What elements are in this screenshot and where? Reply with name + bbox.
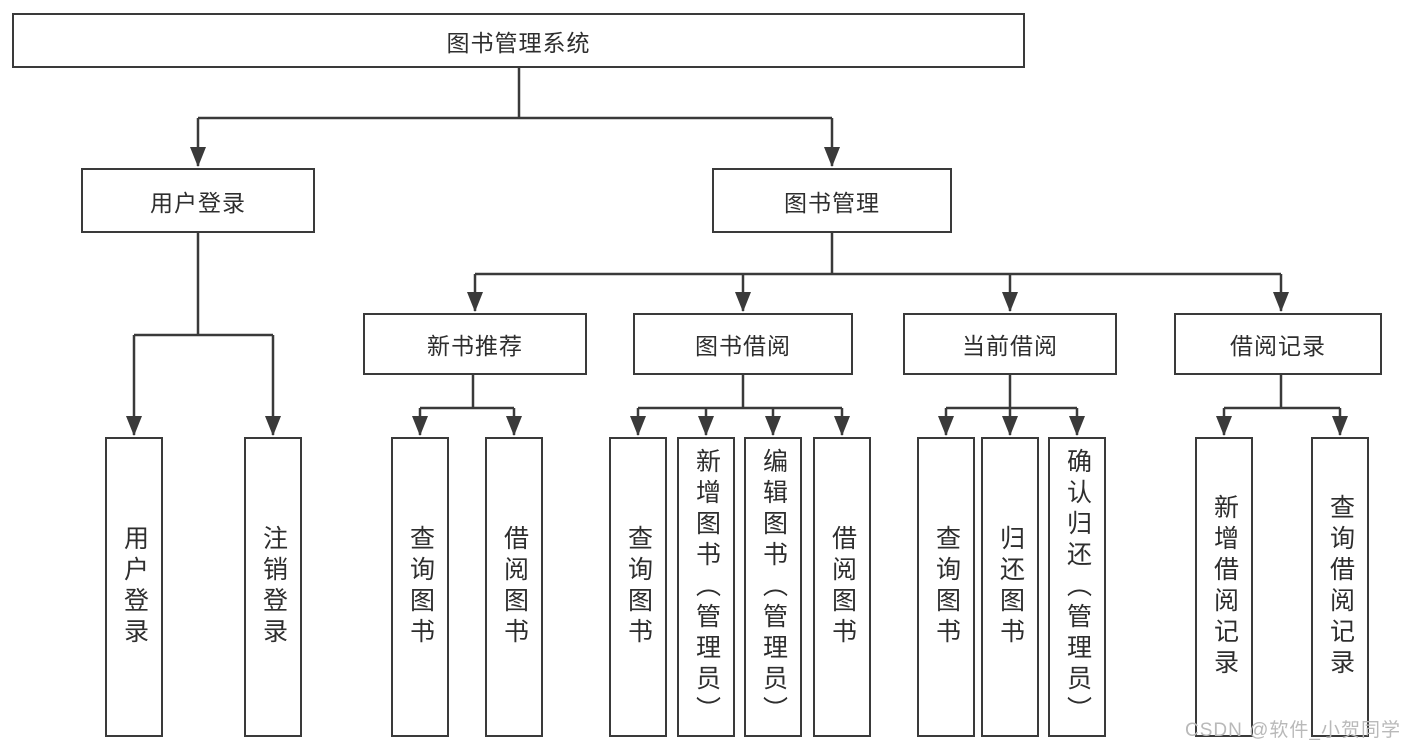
leaf-bb-borrow-books-label: 借阅图书 <box>828 525 857 649</box>
leaf-nb-query-books-label: 查询图书 <box>406 525 435 649</box>
node-new-book-recommend-label: 新书推荐 <box>427 333 523 359</box>
leaf-br-query-record: 查询借阅记录 <box>1311 437 1369 737</box>
node-book-borrow-label: 图书借阅 <box>695 333 791 359</box>
csdn-watermark: CSDN @软件_小贺同学 <box>1185 720 1401 741</box>
leaf-bb-borrow-books: 借阅图书 <box>813 437 871 737</box>
leaf-bb-edit-books-admin: 编辑图书（管理员） <box>744 437 802 737</box>
node-current-borrow-label: 当前借阅 <box>962 333 1058 359</box>
leaf-bb-query-books-label: 查询图书 <box>624 525 653 649</box>
leaf-user-login: 用户登录 <box>105 437 163 737</box>
node-borrow-records-label: 借阅记录 <box>1230 333 1326 359</box>
leaf-nb-borrow-books-label: 借阅图书 <box>500 525 529 649</box>
leaf-bb-edit-books-admin-label: 编辑图书（管理员） <box>759 447 788 727</box>
leaf-user-login-label: 用户登录 <box>120 525 149 649</box>
node-new-book-recommend: 新书推荐 <box>363 313 587 375</box>
node-book-management: 图书管理 <box>712 168 952 233</box>
leaf-nb-borrow-books: 借阅图书 <box>485 437 543 737</box>
node-borrow-records: 借阅记录 <box>1174 313 1382 375</box>
leaf-cb-query-books-label: 查询图书 <box>932 525 961 649</box>
node-root-system: 图书管理系统 <box>12 13 1025 68</box>
node-book-management-label: 图书管理 <box>784 189 880 216</box>
leaf-cb-return-books: 归还图书 <box>981 437 1039 737</box>
leaf-bb-query-books: 查询图书 <box>609 437 667 737</box>
leaf-cb-query-books: 查询图书 <box>917 437 975 737</box>
leaf-bb-add-books-admin-label: 新增图书（管理员） <box>692 447 721 727</box>
node-current-borrow: 当前借阅 <box>903 313 1117 375</box>
node-user-login-label: 用户登录 <box>150 189 246 216</box>
leaf-cb-return-books-label: 归还图书 <box>996 525 1025 649</box>
leaf-br-add-record: 新增借阅记录 <box>1195 437 1253 737</box>
leaf-br-query-record-label: 查询借阅记录 <box>1326 494 1355 680</box>
leaf-cb-confirm-return-admin-label: 确认归还（管理员） <box>1063 447 1092 727</box>
node-root-label: 图书管理系统 <box>446 29 591 56</box>
node-book-borrow: 图书借阅 <box>633 313 853 375</box>
leaf-bb-add-books-admin: 新增图书（管理员） <box>677 437 735 737</box>
leaf-logout: 注销登录 <box>244 437 302 737</box>
leaf-logout-label: 注销登录 <box>259 525 288 649</box>
leaf-nb-query-books: 查询图书 <box>391 437 449 737</box>
node-user-login: 用户登录 <box>81 168 315 233</box>
leaf-br-add-record-label: 新增借阅记录 <box>1210 494 1239 680</box>
leaf-cb-confirm-return-admin: 确认归还（管理员） <box>1048 437 1106 737</box>
